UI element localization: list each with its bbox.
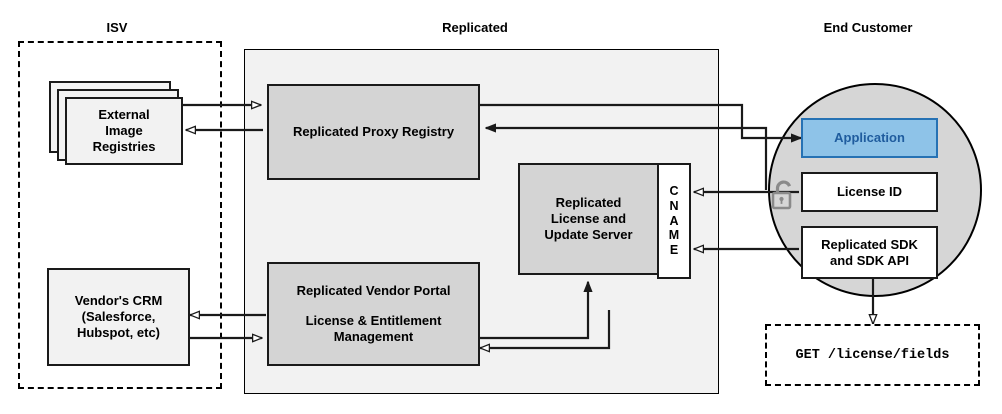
line-application-to-proxy [486,128,768,190]
replicated-vendor-portal[interactable]: Replicated Vendor Portal License & Entit… [267,262,480,366]
api-call-label: GET /license/fields [795,347,950,363]
license-id-label: License ID [836,184,903,200]
license-id[interactable]: License ID [801,172,938,212]
application[interactable]: Application [801,118,938,158]
line-portal-to-server [480,282,588,340]
cname-letter-1: C [669,184,679,199]
cname-strip: C N A M E [657,163,691,279]
server-line-2: License and [550,211,627,227]
vendor-crm[interactable]: Vendor's CRM (Salesforce, Hubspot, etc) [47,268,190,366]
external-image-registries[interactable]: External Image Registries [65,97,183,165]
registries-line-2: Image [105,123,143,139]
crm-line-2: (Salesforce, [81,309,156,325]
replicated-sdk[interactable]: Replicated SDK and SDK API [801,226,938,279]
line-server-to-portal [480,310,611,348]
cname-letter-3: A [669,213,679,228]
server-line-3: Update Server [544,226,633,242]
zone-title-end-customer: End Customer [823,20,913,35]
replicated-proxy-registry[interactable]: Replicated Proxy Registry [267,84,480,180]
isv-boundary [18,41,222,389]
zone-title-replicated: Replicated [442,20,508,35]
sdk-line-2: and SDK API [830,252,909,268]
cname-letter-4: M [668,228,680,243]
registries-line-3: Registries [92,138,156,154]
cname-letter-2: N [669,198,679,213]
crm-line-1: Vendor's CRM [74,293,163,309]
vendor-portal-title: Replicated Vendor Portal [296,283,451,299]
proxy-registry-label: Replicated Proxy Registry [292,124,455,140]
line-proxy-to-application [480,103,801,138]
vendor-portal-subtitle: License & Entitlement Management [306,313,442,345]
sdk-line-1: Replicated SDK [821,236,918,252]
registries-line-1: External [98,107,150,123]
api-call-box: GET /license/fields [765,324,980,386]
replicated-license-update-server[interactable]: Replicated License and Update Server [518,163,659,275]
application-label: Application [834,130,905,146]
crm-line-3: Hubspot, etc) [76,324,161,340]
server-line-1: Replicated [555,195,622,211]
portal-subtitle-line-2: Management [333,328,414,344]
unlocked-padlock-icon [771,180,792,210]
cname-letter-5: E [669,243,679,258]
portal-subtitle-line-1: License & Entitlement [305,313,442,329]
zone-title-isv: ISV [106,20,128,35]
